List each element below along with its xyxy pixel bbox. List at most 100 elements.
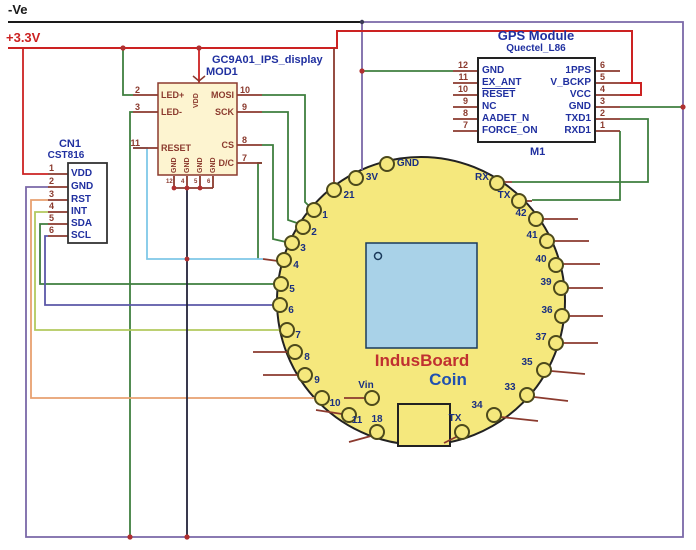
cn1-connector-box — [67, 162, 108, 244]
display-title: GC9A01_IPS_display — [212, 54, 323, 66]
coin-pin-stubs — [253, 181, 603, 444]
gps-pin-reset: RESET — [482, 89, 516, 100]
coin-pin-label-11: 11 — [351, 415, 363, 426]
coin-pin-37 — [548, 335, 564, 351]
gps-num-5: 5 — [600, 72, 606, 82]
wire-pos-to-led-plus — [122, 48, 133, 96]
display-num-10: 10 — [240, 85, 251, 95]
display-num-3: 3 — [134, 102, 140, 112]
gps-num-10: 10 — [457, 84, 468, 94]
display-num-9: 9 — [242, 102, 248, 112]
coin-pin-label-tx-bottom: TX — [448, 413, 462, 424]
display-pin-vdd: VDD — [193, 93, 200, 108]
coin-pin-label-6: 6 — [288, 305, 294, 316]
coin-pin-33 — [519, 387, 535, 403]
coin-pin-label-36: 36 — [541, 305, 553, 316]
coin-pin-39 — [553, 280, 569, 296]
display-pin-reset: RESET — [161, 143, 192, 153]
wire-pos-rail — [8, 30, 633, 83]
cn1-pin-int: INT — [71, 206, 88, 217]
wire-led-minus-to-neg — [129, 111, 133, 537]
wire-dc-down — [257, 162, 262, 259]
display-gnd-num-5: 5 — [194, 179, 198, 185]
cn1-num-3: 3 — [48, 189, 54, 199]
display-gnd-1: GND — [171, 157, 178, 173]
cn1-num-4: 4 — [48, 201, 54, 211]
wire-rst-to-coin10 — [30, 199, 315, 399]
coin-pin-10 — [314, 390, 330, 406]
coin-pin-label-35: 35 — [521, 357, 533, 368]
display-pin-cs: CS — [221, 140, 234, 150]
gps-num-8: 8 — [462, 108, 468, 118]
cn1-pin-gnd: GND — [71, 181, 94, 192]
coin-pin-label-rx: RX — [475, 172, 489, 183]
wire-sck-to-coin2 — [262, 111, 298, 224]
gps-num-6: 6 — [600, 60, 606, 70]
gps-num-9: 9 — [462, 96, 468, 106]
coin-pin-3v — [348, 170, 364, 186]
gps-pin-rxd1: RXD1 — [564, 125, 591, 136]
gps-num-3: 3 — [600, 96, 606, 106]
coin-pin-gnd — [379, 156, 395, 172]
coin-pin-layer — [272, 156, 570, 440]
coin-pin-21 — [326, 182, 342, 198]
stub-coin4 — [262, 258, 279, 262]
gps-ref: M1 — [530, 146, 546, 158]
coin-pin-label-5: 5 — [289, 284, 295, 295]
coin-pin-42 — [528, 211, 544, 227]
coin-pin-label-42: 42 — [515, 208, 527, 219]
display-pin-led-plus: LED+ — [161, 90, 185, 100]
coin-pin-36 — [554, 308, 570, 324]
coin-pin-5 — [273, 276, 289, 292]
gps-pin-1pps: 1PPS — [565, 65, 591, 76]
coin-pin-vin — [364, 390, 380, 406]
wire-txd1-to-coin-rx — [512, 118, 649, 183]
gps-pin-vbckp: V_BCKP — [550, 77, 591, 88]
coin-pin-34 — [486, 407, 502, 423]
gps-num-7: 7 — [462, 120, 468, 130]
wire-neg-loop-purple — [25, 21, 684, 538]
display-pin-dc: D/C — [218, 158, 235, 168]
cn1-part: CST816 — [47, 150, 85, 161]
display-ref: MOD1 — [206, 66, 238, 78]
gps-pin-forceon: FORCE_ON — [482, 125, 538, 136]
coin-pin-4 — [276, 252, 292, 268]
coin-pin-label-1: 1 — [322, 210, 328, 221]
cn1-pin-vdd: VDD — [71, 168, 93, 179]
coin-pin-label-37: 37 — [535, 332, 547, 343]
gps-part: Quectel_L86 — [506, 43, 566, 54]
gps-pin-gnd12: GND — [482, 65, 505, 76]
coin-pin-label-10: 10 — [329, 398, 341, 409]
coin-pin-label-3v: 3V — [365, 172, 379, 183]
pos-rail-label: +3.3V — [6, 30, 41, 45]
coin-pin-label-7: 7 — [295, 330, 301, 341]
coin-pin-41 — [539, 233, 555, 249]
coin-pin-9 — [297, 367, 313, 383]
coin-pin-label-vin: Vin — [358, 380, 374, 391]
coin-pin-6 — [272, 297, 288, 313]
display-pin-mosi: MOSI — [210, 90, 234, 100]
coin-pin-label-tx-right: TX — [497, 190, 511, 201]
coin-pin-2 — [295, 219, 311, 235]
coin-pin-label-18: 18 — [371, 414, 383, 425]
cn1-pin-sda: SDA — [71, 218, 93, 229]
coin-pin-label-39: 39 — [540, 277, 552, 288]
wire-int-to-coin7 — [34, 211, 280, 331]
coin-pin-tx-bottom — [454, 424, 470, 440]
display-gnd-bus — [173, 176, 214, 189]
coin-pin-label-4: 4 — [293, 260, 299, 271]
coin-pin-11 — [341, 407, 357, 423]
cn1-num-2: 2 — [48, 176, 54, 186]
wire-mosi-to-coin1 — [262, 94, 310, 207]
gps-title: GPS Module — [497, 28, 575, 43]
display-pin-stubs — [133, 94, 262, 164]
coin-pin-40 — [548, 257, 564, 273]
coin-pin-tx-right — [511, 193, 527, 209]
coin-brand-line1: IndusBoard — [374, 351, 470, 370]
coin-pin-rx — [489, 175, 505, 191]
gps-pin-nc: NC — [482, 101, 497, 112]
cn1-num-1: 1 — [48, 163, 54, 173]
coin-pin-label-9: 9 — [314, 375, 320, 386]
usb-connector — [397, 403, 451, 447]
